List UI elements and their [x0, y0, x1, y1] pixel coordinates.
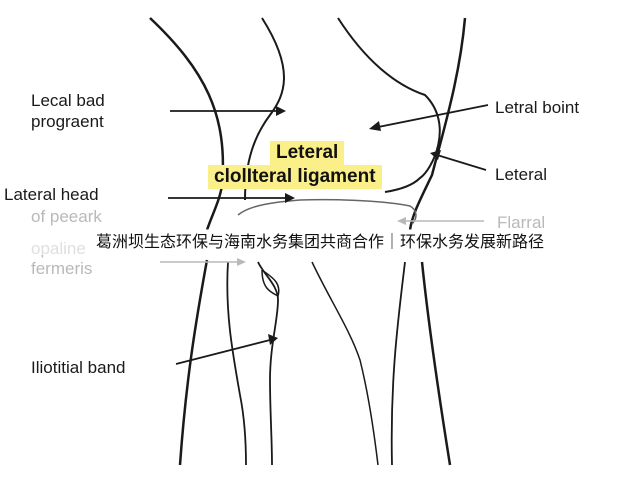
- label-lateral-head: Lateral head: [4, 185, 99, 204]
- arrowhead-leteral: [430, 150, 441, 160]
- arrowhead-fermeris: [237, 258, 246, 266]
- tibia-center-line: [311, 261, 379, 466]
- arrowhead-iliotitial-band: [268, 334, 278, 345]
- label-iliotitial-band: Iliotitial band: [31, 358, 126, 377]
- label-lecal-bad-line1: Lecal bad: [31, 91, 105, 110]
- tibia-shaft-right: [390, 261, 406, 466]
- arrowhead-lateral-head: [285, 193, 295, 203]
- title-box-line2: clolIteral ligament: [208, 165, 382, 189]
- tibia-left-outline: [178, 259, 209, 466]
- label-fermeris: fermeris: [31, 259, 93, 278]
- arrow-letral-boint: [377, 104, 489, 128]
- patella-outline: [337, 17, 441, 193]
- arrowhead-lecal-bad: [276, 106, 286, 116]
- title-box-line1: Leteral: [270, 141, 345, 165]
- arrowhead-letral-boint: [369, 121, 381, 131]
- arrow-iliotitial-band: [175, 339, 271, 365]
- right-outer-outline: [408, 17, 467, 231]
- label-lecal-bad-line2: prograent: [31, 112, 104, 131]
- label-of-peeark: of peeark: [31, 207, 102, 226]
- arrow-leteral: [436, 154, 487, 171]
- fibula-outline: [226, 261, 247, 466]
- joint-line: [237, 198, 417, 225]
- right-lower-outline: [420, 261, 452, 466]
- caption-banner: 葛洲坝生态环保与海南水务集团共商合作｜环保水务发展新路径: [0, 229, 640, 255]
- label-flarral: Flarral: [497, 213, 546, 232]
- label-letral-boint: Letral boint: [495, 98, 580, 117]
- label-leteral: Leteral: [495, 165, 547, 184]
- arrowhead-flarral: [397, 217, 406, 225]
- fibula-head: [257, 261, 279, 466]
- femur-left-outline: [149, 17, 225, 231]
- fibula-knob: [261, 269, 280, 298]
